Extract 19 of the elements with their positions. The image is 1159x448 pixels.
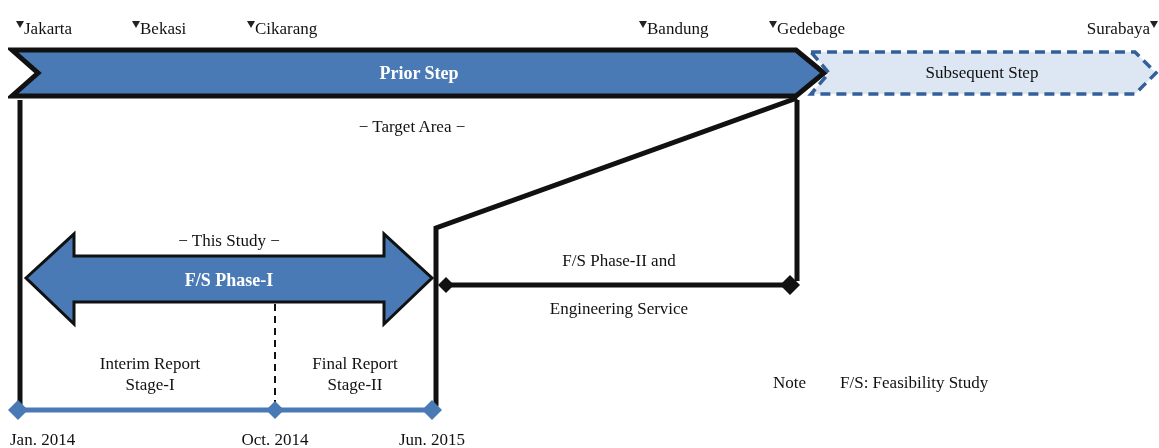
- text-label: Jan. 2014: [10, 429, 76, 448]
- station-name: Jakarta: [24, 18, 73, 40]
- station-name: Bekasi: [140, 18, 187, 40]
- text-label: Oct. 2014: [241, 429, 309, 448]
- text-label: Final Report Stage-II: [311, 353, 399, 396]
- station-name: Surabaya: [1086, 18, 1150, 40]
- text-label: Jun. 2015: [398, 429, 466, 448]
- text-label: Note: [773, 372, 807, 394]
- station-name: Bandung: [647, 18, 709, 40]
- station-name: Cikarang: [255, 18, 318, 40]
- text-label: Interim Report Stage-I: [98, 353, 202, 396]
- text-label: − Target Area −: [358, 116, 466, 138]
- phase-label: F/S Phase-II and: [562, 250, 676, 272]
- phase-label: F/S Phase-I: [184, 269, 274, 292]
- text-label: F/S: Feasibility Study: [840, 372, 989, 394]
- step-label: Prior Step: [379, 61, 459, 85]
- step-label: Subsequent Step: [925, 62, 1039, 85]
- station-name: Gedebage: [777, 18, 845, 40]
- phase-label: Engineering Service: [549, 298, 689, 320]
